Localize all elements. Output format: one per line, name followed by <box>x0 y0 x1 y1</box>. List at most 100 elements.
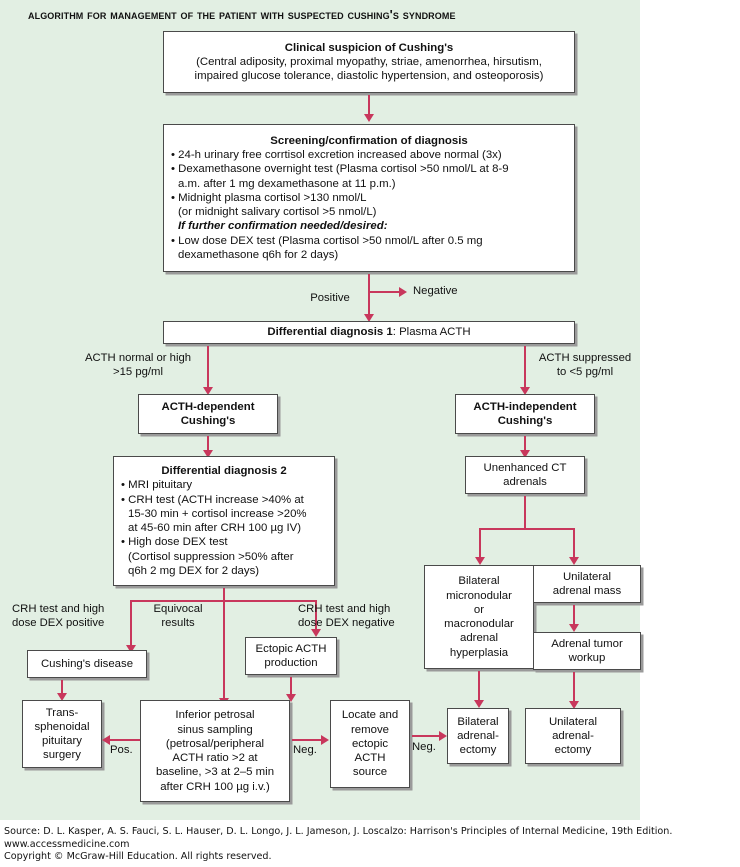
acth-suppressed-line-1: ACTH suppressed <box>538 352 632 364</box>
bilateral-adrenalectomy-line-1: Bilateral <box>457 715 499 728</box>
edge-label-negative: Negative <box>413 285 458 297</box>
screening-note: If further confirmation needed/desired: <box>178 220 388 233</box>
box-cushings-disease: Cushing's disease <box>27 650 147 678</box>
ipss-line-5: baseline, >3 at 2–5 min <box>155 766 275 779</box>
bilateral-hyperplasia-line-4: macronodular <box>444 618 514 630</box>
arrowhead-acth-independent-to-ct <box>519 450 530 458</box>
edge-label-pos: Pos. <box>110 744 133 756</box>
edge-label-crh-dex-positive: CRH test and high dose DEX positive <box>12 603 104 630</box>
unilateral-adrenalectomy-line-2: adrenal- <box>552 729 594 742</box>
bilateral-hyperplasia-line-6: hyperplasia <box>449 646 509 659</box>
box-unilateral-adrenal-mass: Unilateral adrenal mass <box>533 565 641 603</box>
bilateral-adrenalectomy-line-2: adrenal- <box>457 729 499 742</box>
box-acth-dependent-cushings: ACTH-dependent Cushing's <box>138 394 278 434</box>
locate-remove-line-1: Locate and <box>341 709 399 722</box>
ipss-line-4: ACTH ratio >2 at <box>172 752 258 764</box>
arrow-line-acth-dependent-to-dd2 <box>207 436 209 452</box>
crh-dex-negative-line-2: dose DEX negative <box>298 616 395 629</box>
arrow-line-screening-down <box>368 274 370 318</box>
arrow-line-suspicion-to-screening <box>368 95 370 117</box>
diagram-panel: Algorithm for Management of the Patient … <box>0 0 641 820</box>
dd2-bullet-2-cont-2: at 45-60 min after CRH 100 µg IV) <box>128 522 302 534</box>
box-unilateral-adrenalectomy: Unilateral adrenal- ectomy <box>525 708 621 764</box>
arrow-line-ct-down <box>524 496 526 530</box>
screening-heading: Screening/confirmation of diagnosis <box>270 134 468 147</box>
bilateral-hyperplasia-line-3: or <box>473 603 485 616</box>
transsphenoidal-line-2: sphenoidal <box>34 720 90 733</box>
bilateral-hyperplasia-line-5: adrenal <box>460 632 498 645</box>
unilateral-adrenalectomy-line-3: ectomy <box>554 744 592 757</box>
source-footer: Source: D. L. Kasper, A. S. Fauci, S. L.… <box>4 826 734 864</box>
page-title: Algorithm for Management of the Patient … <box>28 7 456 22</box>
acth-normal-high-line-1: ACTH normal or high <box>84 352 192 364</box>
arrow-line-acth-independent-to-ct <box>524 436 526 452</box>
arrowhead-ct-to-bilateral <box>474 557 485 565</box>
box-differential-diagnosis-2: Differential diagnosis 2 • MRI pituitary… <box>113 456 335 586</box>
box-screening-confirmation: Screening/confirmation of diagnosis • 24… <box>163 124 575 272</box>
box-locate-remove-ectopic-acth-source: Locate and remove ectopic ACTH source <box>330 700 410 788</box>
arrow-line-ct-to-unilateral <box>573 528 575 560</box>
arrow-line-hyperplasia-to-bilateral-adrenalectomy <box>478 671 480 703</box>
arrow-line-dd2-center-down <box>223 588 225 702</box>
equivocal-line-1: Equivocal <box>153 603 203 615</box>
box-acth-independent-cushings: ACTH-independent Cushing's <box>455 394 595 434</box>
locate-remove-line-4: ACTH <box>354 752 386 765</box>
clinical-suspicion-line-2: impaired glucose tolerance, diastolic hy… <box>194 70 544 83</box>
arrow-line-ipss-neg <box>292 739 322 741</box>
locate-remove-line-5: source <box>352 766 388 779</box>
transsphenoidal-line-3: pituitary <box>42 735 82 747</box>
dd2-heading: Differential diagnosis 2 <box>161 465 287 477</box>
arrowhead-workup-to-unilateral-adrenalectomy <box>568 701 579 709</box>
screening-bullet-4-cont: dexamethasone q6h for 2 days) <box>178 248 339 261</box>
adrenal-tumor-workup-line-2: workup <box>568 652 606 664</box>
dd2-bullet-3-cont-1: (Cortisol suppression >50% after <box>128 550 294 563</box>
dd1-rest-label: : Plasma ACTH <box>392 326 471 339</box>
arrow-line-cushings-disease-to-surgery <box>61 680 63 696</box>
arrow-line-ct-split <box>479 528 575 530</box>
ipss-line-1: Inferior petrosal <box>175 709 255 722</box>
unilateral-mass-line-2: adrenal mass <box>552 585 622 597</box>
unilateral-mass-line-1: Unilateral <box>562 570 612 583</box>
arrowhead-ipss-neg <box>321 734 329 745</box>
footer-line-source: Source: D. L. Kasper, A. S. Fauci, S. L.… <box>4 826 673 837</box>
clinical-suspicion-line-1: (Central adiposity, proximal myopathy, s… <box>196 55 542 68</box>
arrowhead-negative <box>399 286 407 297</box>
dd2-bullet-3: • High dose DEX test <box>121 536 228 549</box>
arrowhead-cushings-disease-to-surgery <box>56 693 67 701</box>
bilateral-hyperplasia-line-2: micronodular <box>446 589 512 602</box>
arrow-line-unilateral-mass-to-workup <box>573 605 575 627</box>
box-adrenal-tumor-workup: Adrenal tumor workup <box>533 632 641 670</box>
dd2-bullet-3-cont-2: q6h 2 mg DEX for 2 days) <box>128 564 260 577</box>
arrowhead-locate-neg <box>439 730 447 741</box>
box-clinical-suspicion: Clinical suspicion of Cushing's (Central… <box>163 31 575 93</box>
box-unenhanced-ct-adrenals: Unenhanced CT adrenals <box>465 456 585 494</box>
dd1-bold-label: Differential diagnosis 1 <box>267 326 393 339</box>
box-differential-diagnosis-1: Differential diagnosis 1: Plasma ACTH <box>163 321 575 344</box>
arrow-line-dd1-right <box>524 346 526 390</box>
screening-bullet-2-cont: a.m. after 1 mg dexamethasone at 11 p.m.… <box>178 177 396 190</box>
crh-dex-positive-line-2: dose DEX positive <box>12 616 105 629</box>
box-transsphenoidal-pituitary-surgery: Trans- sphenoidal pituitary surgery <box>22 700 102 768</box>
arrowhead-ectopic-to-ipss <box>285 694 296 702</box>
cushings-disease-label: Cushing's disease <box>40 657 134 670</box>
footer-line-copyright: Copyright © McGraw-Hill Education. All r… <box>4 851 272 863</box>
arrowhead-acth-dependent-to-dd2 <box>202 450 213 458</box>
arrowhead-screening-to-dd1 <box>363 314 374 322</box>
locate-remove-line-3: ectopic <box>351 737 389 750</box>
arrowhead-hyperplasia-to-bilateral-adrenalectomy <box>473 700 484 708</box>
ipss-line-2: sinus sampling <box>177 723 253 736</box>
acth-independent-line-1: ACTH-independent <box>473 400 577 413</box>
screening-bullet-2: • Dexamethasone overnight test (Plasma c… <box>171 163 509 176</box>
edge-label-equivocal-results: Equivocal results <box>140 603 216 630</box>
arrow-line-dd2-to-cushings-disease <box>130 600 132 648</box>
edge-label-crh-dex-negative: CRH test and high dose DEX negative <box>298 603 395 630</box>
footer-line-website: www.accessmedicine.com <box>4 838 130 850</box>
transsphenoidal-line-1: Trans- <box>45 706 79 719</box>
box-inferior-petrosal-sinus-sampling: Inferior petrosal sinus sampling (petros… <box>140 700 290 802</box>
arrow-line-ectopic-to-ipss <box>290 677 292 697</box>
arrowhead-suspicion-to-screening <box>363 114 374 122</box>
edge-label-positive: Positive <box>310 292 350 304</box>
acth-independent-line-2: Cushing's <box>497 415 553 427</box>
dd2-bullet-2: • CRH test (ACTH increase >40% at <box>121 493 304 506</box>
bilateral-hyperplasia-line-1: Bilateral <box>458 575 500 588</box>
